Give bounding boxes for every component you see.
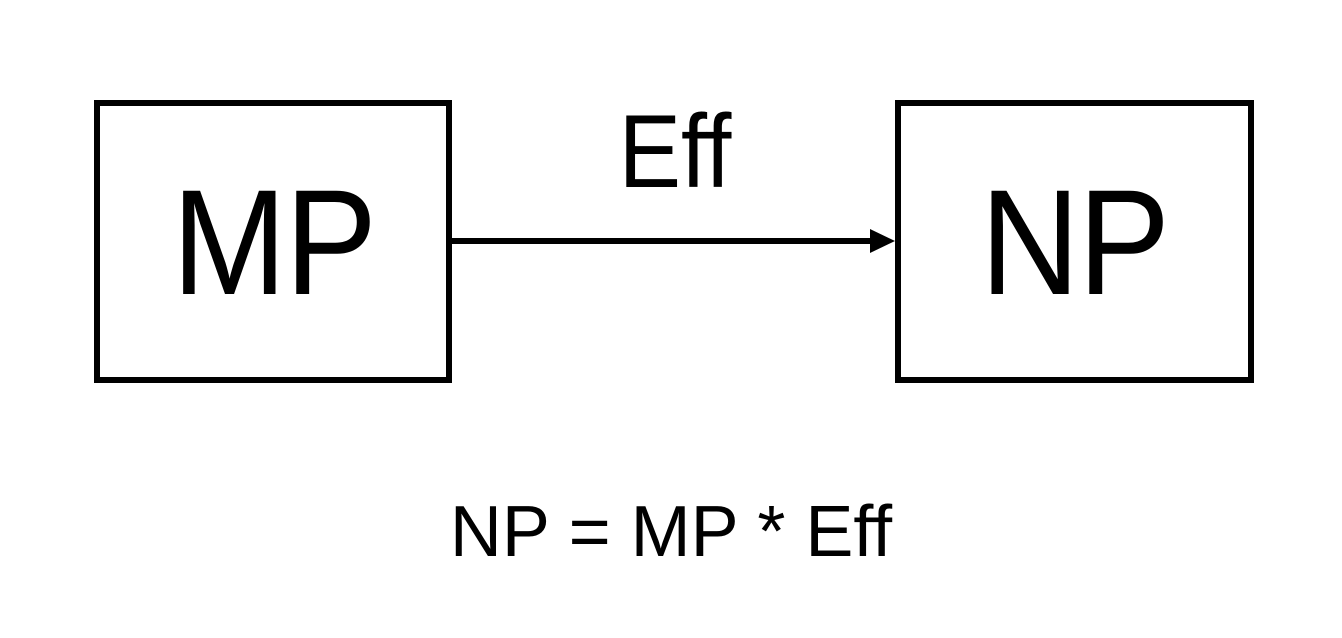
arrow-connector xyxy=(452,229,895,253)
source-node-mp: MP xyxy=(94,100,452,383)
source-node-label: MP xyxy=(171,157,376,326)
arrowhead xyxy=(870,229,895,253)
target-node-label: NP xyxy=(980,157,1170,326)
target-node-np: NP xyxy=(895,100,1254,383)
formula-text: NP = MP * Eff xyxy=(449,492,893,572)
edge-label: Eff xyxy=(618,94,732,210)
